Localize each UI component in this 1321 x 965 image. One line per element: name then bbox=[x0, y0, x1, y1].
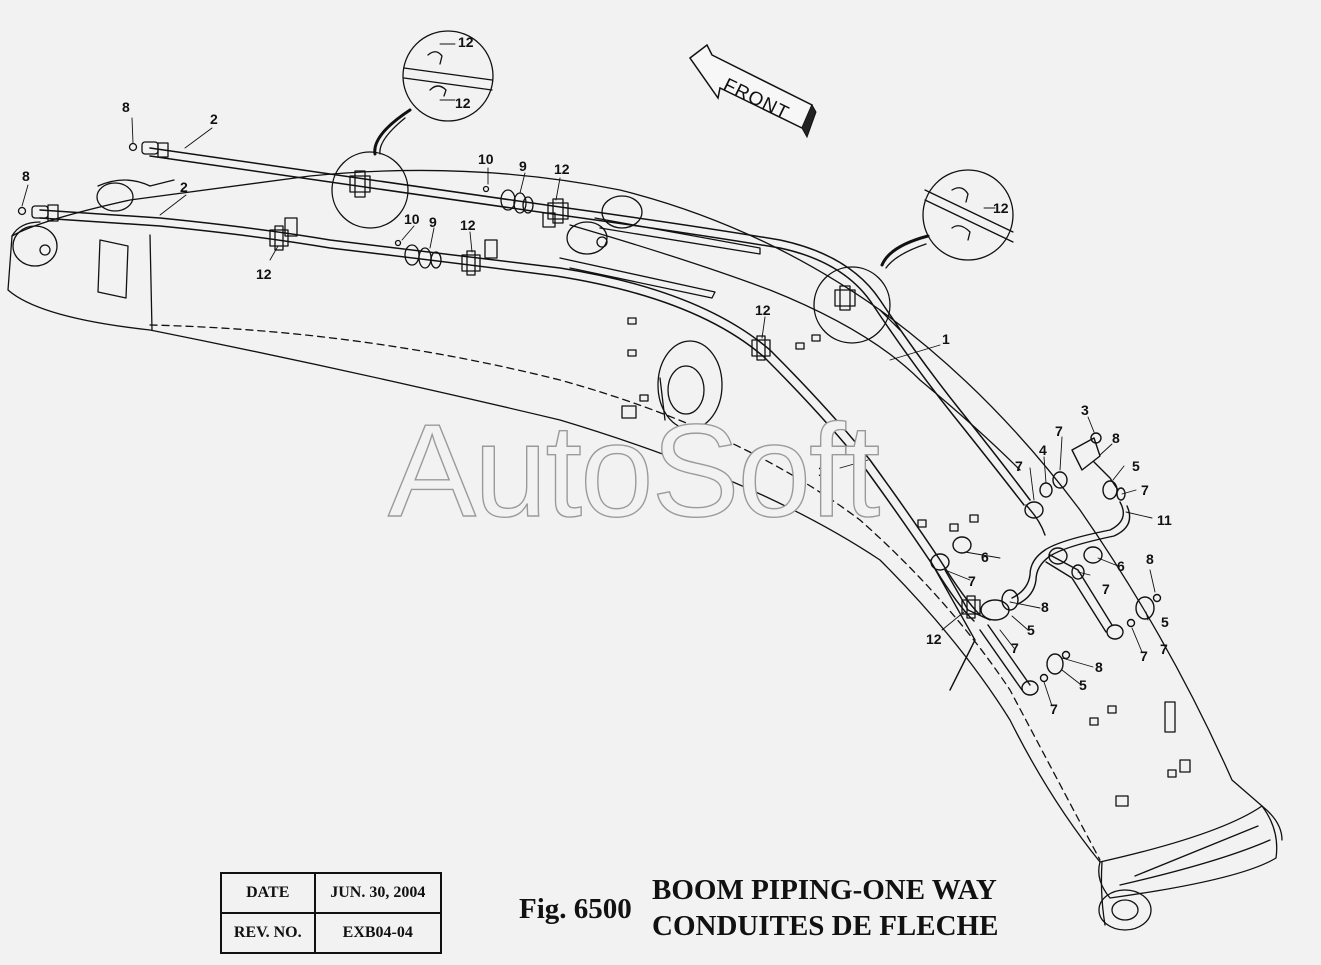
callout-12: 12 bbox=[993, 200, 1009, 216]
date-label: DATE bbox=[220, 872, 316, 914]
date-value: JUN. 30, 2004 bbox=[313, 872, 443, 914]
callout-8: 8 bbox=[1112, 430, 1120, 446]
figure-title-fr: CONDUITES DE FLECHE bbox=[652, 910, 999, 942]
callout-7: 7 bbox=[1015, 458, 1023, 474]
callout-7: 7 bbox=[1140, 648, 1148, 664]
callout-12: 12 bbox=[554, 161, 570, 177]
callout-1: 1 bbox=[818, 463, 826, 479]
callout-3: 3 bbox=[1081, 402, 1089, 418]
callout-10: 10 bbox=[478, 151, 494, 167]
callout-6: 6 bbox=[1117, 558, 1125, 574]
flange-joints bbox=[394, 185, 534, 269]
callout-5: 5 bbox=[1132, 458, 1140, 474]
boom-foot-bosses bbox=[11, 179, 761, 299]
callout-7: 7 bbox=[1011, 640, 1019, 656]
callout-1: 1 bbox=[942, 331, 950, 347]
leader-lines bbox=[21, 43, 1156, 707]
boom-body bbox=[7, 169, 1283, 931]
callout-7: 7 bbox=[968, 573, 976, 589]
callout-10: 10 bbox=[404, 211, 420, 227]
rev-value: EXB04-04 bbox=[313, 912, 443, 954]
callout-9: 9 bbox=[429, 214, 437, 230]
pipe-lower bbox=[39, 209, 981, 622]
detail-circle-1 bbox=[331, 30, 494, 229]
callout-8: 8 bbox=[22, 168, 30, 184]
callout-6: 6 bbox=[981, 549, 989, 565]
callout-5: 5 bbox=[1027, 622, 1035, 638]
foot-end-fittings bbox=[17, 141, 169, 222]
figure-title-en: BOOM PIPING-ONE WAY bbox=[652, 874, 997, 906]
callout-7: 7 bbox=[1141, 482, 1149, 498]
callout-8: 8 bbox=[1041, 599, 1049, 615]
rev-label: REV. NO. bbox=[220, 912, 316, 954]
callout-12: 12 bbox=[455, 95, 471, 111]
callout-11: 11 bbox=[1157, 512, 1172, 528]
callout-9: 9 bbox=[519, 158, 527, 174]
callout-7: 7 bbox=[1160, 641, 1168, 657]
callout-7: 7 bbox=[1102, 581, 1110, 597]
callout-8: 8 bbox=[1095, 659, 1103, 675]
callout-8: 8 bbox=[1146, 551, 1154, 567]
callout-5: 5 bbox=[1161, 614, 1169, 630]
callout-8: 8 bbox=[122, 99, 130, 115]
callout-7: 7 bbox=[1050, 701, 1058, 717]
callout-labels: 1 1 2 2 3 4 5 5 5 5 6 6 7 7 7 7 7 7 7 7 … bbox=[22, 34, 1172, 717]
callout-12: 12 bbox=[755, 302, 771, 318]
callout-5: 5 bbox=[1079, 677, 1087, 693]
clamps bbox=[269, 170, 981, 619]
callout-12: 12 bbox=[460, 217, 476, 233]
callout-12: 12 bbox=[458, 34, 474, 50]
tip-piping bbox=[929, 432, 1162, 696]
front-direction-arrow: FRONT bbox=[688, 43, 817, 139]
callout-2: 2 bbox=[210, 111, 218, 127]
revision-block: DATE JUN. 30, 2004 REV. NO. EXB04-04 bbox=[220, 872, 443, 954]
callout-7: 7 bbox=[1055, 423, 1063, 439]
callout-2: 2 bbox=[180, 179, 188, 195]
detail-circle-2 bbox=[813, 169, 1014, 344]
callout-4: 4 bbox=[1039, 442, 1047, 458]
pipe-upper bbox=[149, 147, 1031, 506]
callout-12: 12 bbox=[926, 631, 942, 647]
mounting-pads bbox=[284, 212, 1191, 807]
figure-number: Fig. 6500 bbox=[519, 893, 632, 925]
center-pin-boss bbox=[657, 340, 723, 430]
callout-12: 12 bbox=[256, 266, 272, 282]
